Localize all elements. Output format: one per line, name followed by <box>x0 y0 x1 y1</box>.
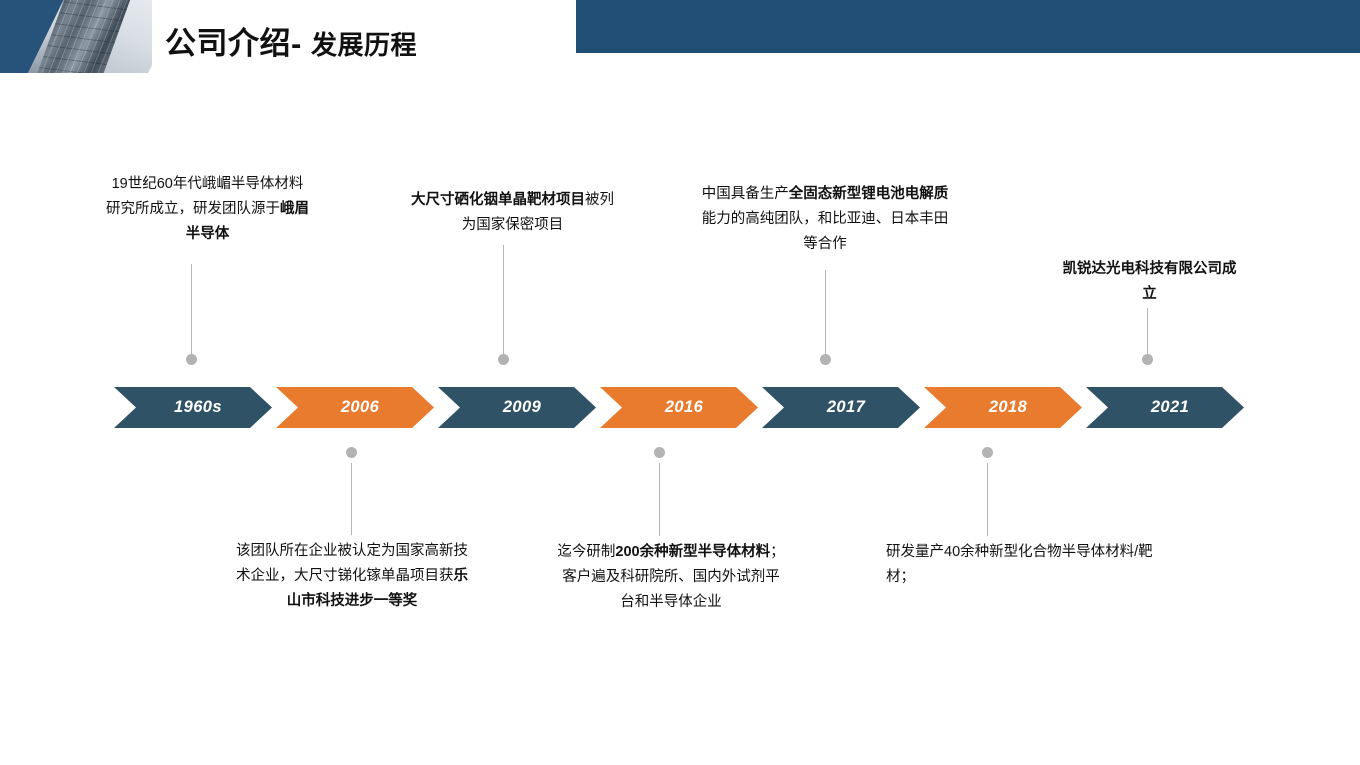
note-emphasis: 全固态新型锂电池电解质 <box>788 186 949 202</box>
connector-dot-2009 <box>498 354 509 365</box>
milestone-note-2021: 凯锐达光电科技有限公司成立 <box>1062 257 1237 307</box>
note-emphasis: 凯锐达光电科技有限公司成立 <box>1062 261 1237 302</box>
milestone-year-label: 2017 <box>826 398 866 416</box>
note-text: 能力的高纯团队，和比亚迪、日本丰田等合作 <box>701 211 949 252</box>
note-text: 被列为国家保密项目 <box>461 192 614 233</box>
note-text: 19世纪60年代峨嵋半导体材料研究所成立，研发团 <box>106 176 304 217</box>
timeline-milestone-2009[interactable]: 2009 <box>438 387 596 428</box>
timeline-milestone-2006[interactable]: 2006 <box>276 387 434 428</box>
milestone-note-2017: 中国具备生产全固态新型锂电池电解质能力的高纯团队，和比亚迪、日本丰田等合作 <box>700 182 950 257</box>
note-text: 迄今研制 <box>557 544 616 560</box>
milestone-year-label: 2018 <box>988 398 1028 416</box>
connector-dot-2017 <box>820 354 831 365</box>
connector-line-2021 <box>1147 308 1148 359</box>
connector-line-2016 <box>659 463 660 536</box>
note-text: 队源于 <box>236 201 281 217</box>
timeline-milestone-2018[interactable]: 2018 <box>924 387 1082 428</box>
note-emphasis: 峨眉半导体 <box>185 201 309 242</box>
connector-line-2006 <box>351 463 352 535</box>
header-graphic <box>0 0 152 73</box>
timeline-milestone-1960s[interactable]: 1960s <box>114 387 272 428</box>
milestone-year-label: 1960s <box>174 398 222 416</box>
note-emphasis: 乐山市科技进步一等奖 <box>286 568 468 609</box>
header-blue-bar <box>576 0 1360 53</box>
milestone-note-2009: 大尺寸硒化铟单晶靶材项目被列为国家保密项目 <box>405 188 620 238</box>
page-title-separator: - <box>291 26 311 61</box>
note-text: 该团队所在企业被认定为国家高新技术企业，大尺寸锑化镓单晶项目获 <box>236 543 468 584</box>
connector-dot-2016 <box>654 447 665 458</box>
note-text: 中国具备生产 <box>701 186 789 202</box>
connector-dot-1960s <box>186 354 197 365</box>
timeline-track: 1960s 2006 2009 2016 2017 2018 2021 <box>0 387 1360 428</box>
note-text: 研发量产40余种新型化合物半导体材料/靶材； <box>886 544 1153 585</box>
note-emphasis: 大尺寸硒化铟单晶靶材项目 <box>411 192 585 208</box>
milestone-year-label: 2006 <box>340 398 380 416</box>
page-title-main: 公司介绍 <box>165 26 291 61</box>
timeline-milestone-2016[interactable]: 2016 <box>600 387 758 428</box>
connector-dot-2021 <box>1142 354 1153 365</box>
connector-line-2017 <box>825 270 826 359</box>
page-title: 公司介绍- 发展历程 <box>165 18 417 63</box>
milestone-year-label: 2016 <box>664 398 704 416</box>
milestone-note-1960s: 19世纪60年代峨嵋半导体材料研究所成立，研发团队源于峨眉半导体 <box>105 172 310 247</box>
timeline-milestone-2021[interactable]: 2021 <box>1086 387 1244 428</box>
connector-line-1960s <box>191 264 192 359</box>
connector-dot-2006 <box>346 447 357 458</box>
page-title-sub: 发展历程 <box>310 30 417 60</box>
connector-dot-2018 <box>982 447 993 458</box>
milestone-year-label: 2009 <box>502 398 542 416</box>
connector-line-2018 <box>987 463 988 536</box>
milestone-note-2016: 迄今研制200余种新型半导体材料；客户遍及科研院所、国内外试剂平台和半导体企业 <box>556 540 786 615</box>
connector-line-2009 <box>503 245 504 359</box>
timeline-milestone-2017[interactable]: 2017 <box>762 387 920 428</box>
milestone-note-2018: 研发量产40余种新型化合物半导体材料/靶材； <box>886 540 1156 590</box>
note-emphasis: 200余种新型半导体材料 <box>615 544 771 560</box>
slide-header: 公司介绍- 发展历程 <box>0 0 1360 75</box>
milestone-year-label: 2021 <box>1150 398 1190 416</box>
milestone-note-2006: 该团队所在企业被认定为国家高新技术企业，大尺寸锑化镓单晶项目获乐山市科技进步一等… <box>232 539 472 614</box>
note-text: ；客户遍及科研院所、国内外试剂平台和半导体企业 <box>562 544 785 610</box>
